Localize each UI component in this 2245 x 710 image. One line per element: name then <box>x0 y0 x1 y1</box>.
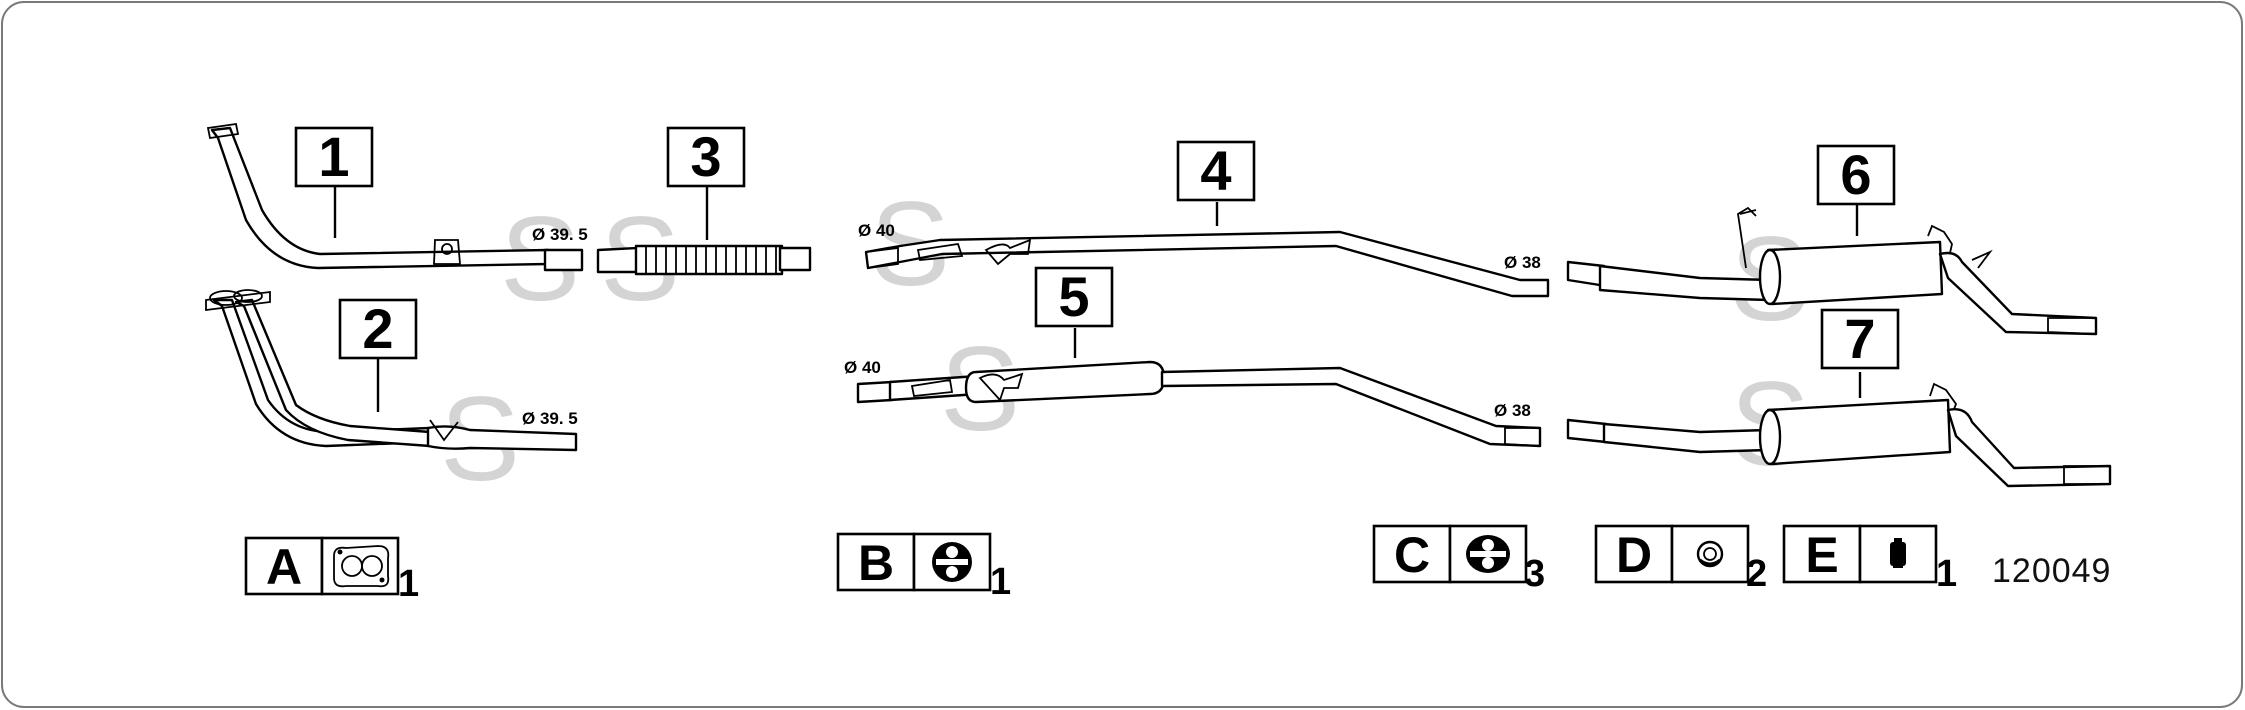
part-number: 2 <box>362 297 393 360</box>
diameter-label: Ø 38 <box>1494 401 1531 420</box>
part-1-callout: 1 <box>294 125 374 188</box>
diagram-reference-number: 120049 <box>1992 552 2111 590</box>
part-number: 5 <box>1058 265 1089 328</box>
gasket-icon <box>333 545 390 588</box>
part-number: 6 <box>1840 143 1871 206</box>
clamp-icon <box>1890 538 1906 568</box>
part-2-y-pipe <box>205 289 578 452</box>
accessory-quantity: 1 <box>1936 553 1957 595</box>
accessory-letter: D <box>1616 527 1652 583</box>
part-2-callout: 2 <box>338 297 418 360</box>
part-6-rear-silencer <box>1566 200 2098 336</box>
accessory-c: C 3 <box>1372 524 1545 595</box>
accessory-d: D 2 <box>1594 524 1767 595</box>
part-5-centre-silencer <box>856 328 1542 448</box>
part-5-callout: 5 <box>1034 265 1114 328</box>
diameter-label: Ø 40 <box>844 358 881 377</box>
diameter-label: Ø 39. 5 <box>532 225 588 244</box>
accessory-letter: A <box>266 539 302 595</box>
part-6-callout: 6 <box>1816 143 1896 206</box>
part-number: 4 <box>1200 139 1231 202</box>
accessory-letter: B <box>858 535 894 591</box>
accessory-quantity: 1 <box>398 563 419 605</box>
part-4-callout: 4 <box>1176 139 1256 202</box>
part-number: 7 <box>1844 307 1875 370</box>
accessory-quantity: 3 <box>1524 553 1545 595</box>
diameter-label: Ø 40 <box>858 221 895 240</box>
ring-icon <box>1696 540 1724 568</box>
accessory-letter: E <box>1805 527 1838 583</box>
diameter-label: Ø 39. 5 <box>522 409 578 428</box>
part-3-callout: 3 <box>666 125 746 188</box>
part-1-front-pipe <box>206 122 584 272</box>
rubber-mount-icon <box>932 542 972 582</box>
rubber-hanger-icon <box>1466 535 1510 573</box>
part-7-rear-silencer <box>1566 372 2112 488</box>
accessory-a: A 1 <box>244 536 419 605</box>
part-7-callout: 7 <box>1820 307 1900 370</box>
part-4-intermediate-pipe <box>864 202 1550 298</box>
accessory-quantity: 2 <box>1746 553 1767 595</box>
diameter-label: Ø 38 <box>1504 253 1541 272</box>
accessory-e: E 1 <box>1782 524 1957 595</box>
part-3-flex-pipe <box>596 186 812 276</box>
accessory-letter: C <box>1394 527 1430 583</box>
accessory-quantity: 1 <box>990 561 1011 603</box>
part-number: 3 <box>690 125 721 188</box>
part-number: 1 <box>318 125 349 188</box>
accessory-b: B 1 <box>836 532 1011 603</box>
